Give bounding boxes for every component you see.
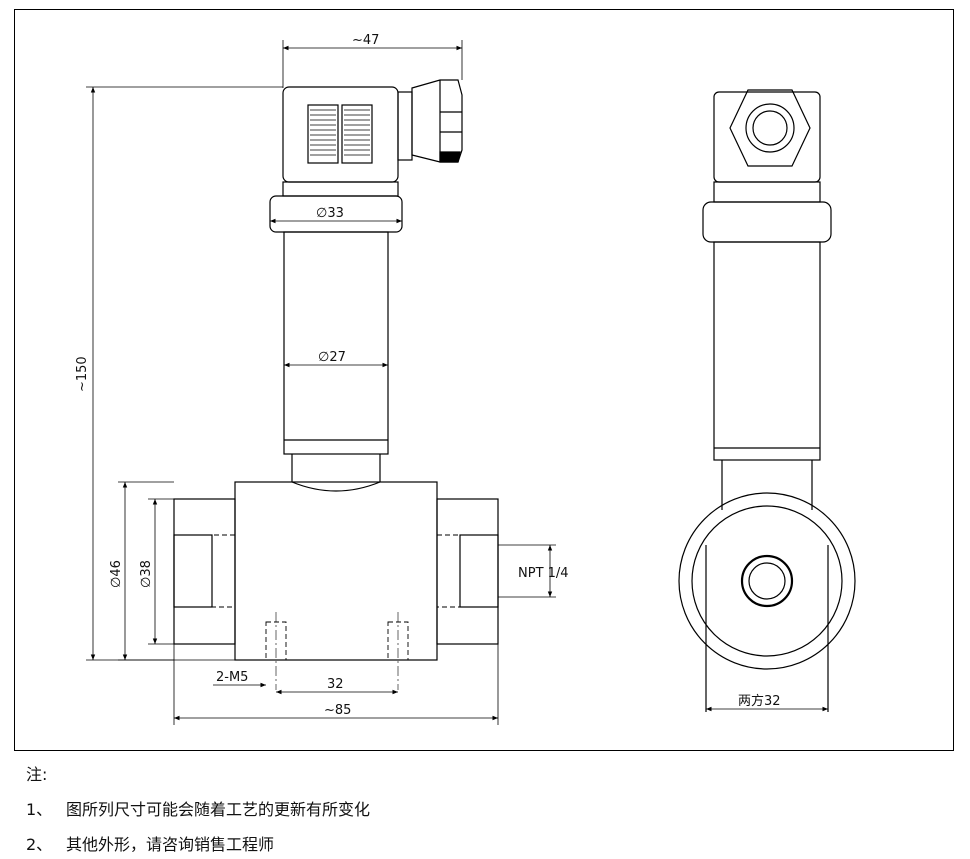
gland-thread	[397, 91, 413, 161]
dim-thread: NPT 1/4	[518, 566, 569, 581]
gland-nut	[411, 79, 463, 163]
port-ring	[740, 554, 794, 608]
note-text: 图所列尺寸可能会随着工艺的更新有所变化	[66, 800, 371, 819]
dim-side-width: 两方32	[738, 693, 781, 709]
connector-housing	[282, 86, 399, 183]
outer-disc	[678, 492, 856, 670]
dimension-lines	[86, 40, 828, 725]
side-flange	[702, 201, 832, 243]
dim-height-total: ~150	[75, 356, 90, 392]
gland-hex	[729, 89, 811, 167]
dimension-labels: ~47 ~150 ∅33 ∅27 ∅46 ∅38 NPT 1/4 2-M5 32…	[75, 33, 781, 718]
dim-dia-body: ∅27	[318, 350, 346, 365]
note-number: 2、	[26, 835, 53, 854]
neck	[291, 454, 381, 492]
note-item: 1、图所列尺寸可能会随着工艺的更新有所变化	[26, 796, 370, 820]
vent-grille-right	[341, 104, 373, 164]
front-view	[173, 79, 499, 690]
dim-hole-spacing: 32	[327, 677, 344, 692]
process-block	[234, 481, 438, 661]
notes-title: 注:	[26, 765, 48, 784]
note-number: 1、	[26, 800, 53, 819]
drawing-frame	[14, 9, 954, 751]
right-port	[436, 498, 499, 645]
vent-grille-left	[307, 104, 339, 164]
side-body	[713, 241, 821, 461]
note-item: 2、其他外形，请咨询销售工程师	[26, 831, 274, 855]
dim-dia-inner: ∅38	[139, 560, 154, 588]
side-connector	[713, 91, 821, 183]
dim-mount-holes: 2-M5	[216, 670, 248, 685]
dim-width-top: ~47	[352, 33, 379, 48]
dim-dia-outer: ∅46	[109, 560, 124, 588]
note-text: 其他外形，请咨询销售工程师	[66, 835, 275, 854]
dim-length-total: ~85	[324, 703, 351, 718]
side-view	[678, 89, 856, 712]
left-port	[173, 498, 236, 645]
body-tube-27	[283, 231, 389, 455]
dim-dia-head: ∅33	[316, 206, 344, 221]
